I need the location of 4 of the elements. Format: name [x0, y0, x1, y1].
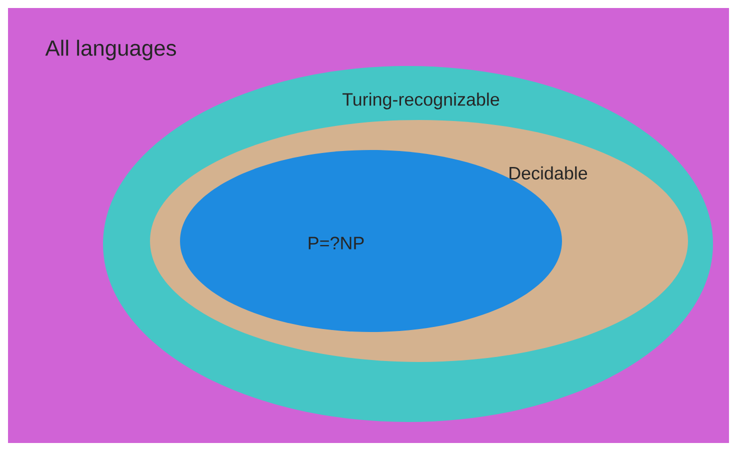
- set-label: P=?NP: [308, 236, 364, 250]
- set-label: All languages: [45, 40, 176, 60]
- set-label: Turing-recognizable: [342, 92, 500, 110]
- set-label: Decidable: [510, 166, 588, 180]
